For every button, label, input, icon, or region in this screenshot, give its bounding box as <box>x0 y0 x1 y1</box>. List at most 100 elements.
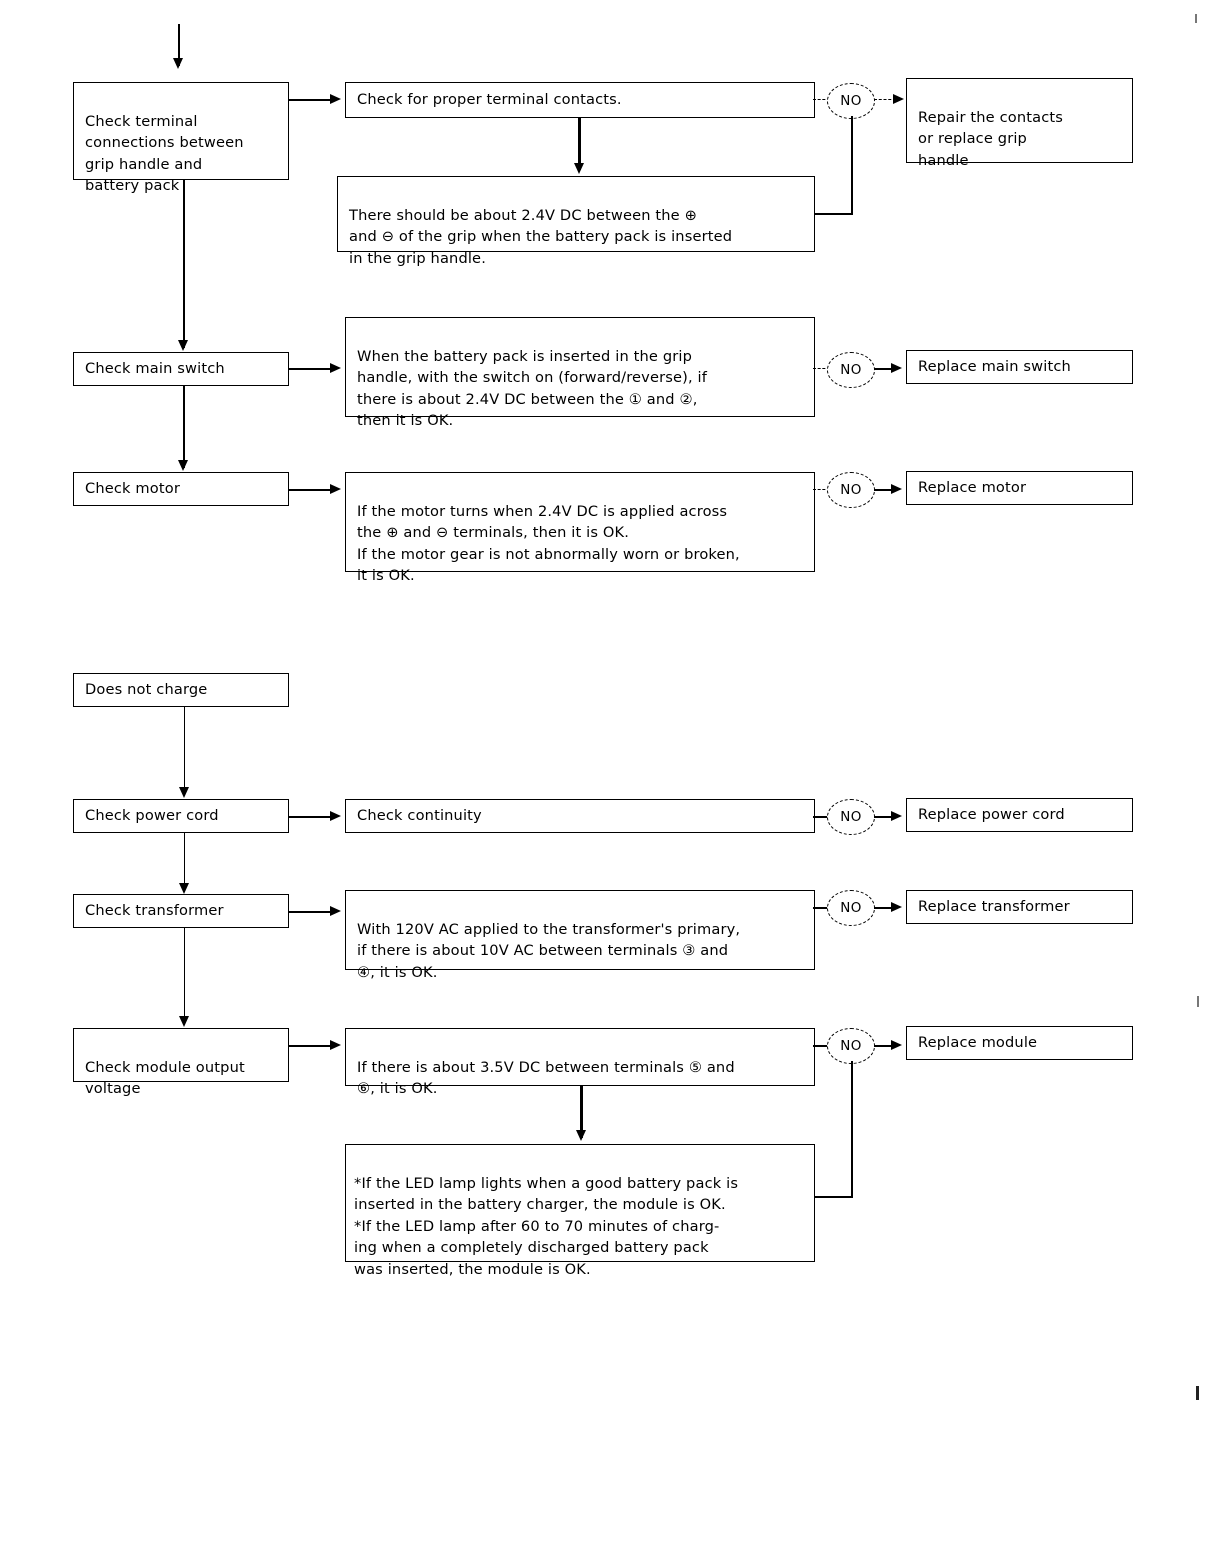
step-label: Check main switch <box>85 360 225 378</box>
action-box-replace-module[interactable]: Replace module <box>906 1026 1133 1060</box>
decision-node-no-5[interactable]: NO <box>827 890 875 926</box>
step-box-check-motor[interactable]: Check motor <box>73 472 289 506</box>
spine-arrow-module <box>178 1016 189 1027</box>
decision-node-no-3[interactable]: NO <box>827 472 875 508</box>
spine-terminal-to-main-switch <box>183 180 185 348</box>
no-arrow-1 <box>893 94 904 104</box>
no-leader-left-6 <box>813 1045 830 1047</box>
link-module-to-led-detail <box>580 1086 583 1138</box>
decision-node-no-4[interactable]: NO <box>827 799 875 835</box>
no-leader-right-4 <box>874 816 894 818</box>
feedback-line-led-v <box>851 1061 853 1198</box>
spine-main-switch-to-motor <box>183 386 185 468</box>
action-label: Replace motor <box>918 479 1027 497</box>
action-label: Replace transformer <box>918 898 1070 916</box>
step-label: Check module output voltage <box>85 1058 245 1098</box>
link-main-switch-arrow <box>330 363 341 373</box>
start-label: Does not charge <box>85 681 208 699</box>
no-leader-right-6 <box>874 1045 894 1047</box>
decision-label: NO <box>840 93 862 109</box>
action-box-replace-transformer[interactable]: Replace transformer <box>906 890 1133 924</box>
link-main-switch-to-test <box>289 368 336 370</box>
no-arrow-5 <box>891 902 902 912</box>
step-label: Check motor <box>85 480 180 498</box>
step-box-check-terminal-connections[interactable]: Check terminal connections between grip … <box>73 82 289 194</box>
start-box-does-not-charge[interactable]: Does not charge <box>73 673 289 707</box>
action-box-replace-motor[interactable]: Replace motor <box>906 471 1133 505</box>
link-power-cord-to-test <box>289 816 336 818</box>
decision-label: NO <box>840 1038 862 1054</box>
action-box-replace-main-switch[interactable]: Replace main switch <box>906 350 1133 384</box>
test-box-transformer-voltage[interactable]: With 120V AC applied to the transformer'… <box>345 890 815 981</box>
step-label: Check terminal connections between grip … <box>85 112 244 195</box>
no-leader-right-1 <box>874 99 896 100</box>
link-terminal-to-test-arrow <box>330 94 341 104</box>
entry-flow-line <box>178 24 180 66</box>
spine-arrow-main-switch <box>177 340 188 351</box>
test-box-motor-check[interactable]: If the motor turns when 2.4V DC is appli… <box>345 472 815 584</box>
link-motor-to-test <box>289 489 336 491</box>
detail-label: There should be about 2.4V DC between th… <box>349 206 733 267</box>
no-leader-right-2 <box>874 368 894 370</box>
link-module-to-led-arrow <box>575 1130 586 1141</box>
feedback-line-led-h <box>815 1196 853 1198</box>
test-label: Check for proper terminal contacts. <box>357 91 622 109</box>
decision-node-no-1[interactable]: NO <box>827 83 875 119</box>
spine-power-cord-to-transformer <box>184 833 186 891</box>
entry-arrow-head <box>172 58 183 69</box>
link-test-to-detail-arrow <box>573 163 584 174</box>
feedback-line-detail-v <box>851 116 853 215</box>
decision-label: NO <box>840 809 862 825</box>
test-box-proper-terminal-contacts[interactable]: Check for proper terminal contacts. <box>345 82 815 118</box>
decision-node-no-2[interactable]: NO <box>827 352 875 388</box>
detail-box-grip-voltage[interactable]: There should be about 2.4V DC between th… <box>337 176 815 267</box>
step-box-check-main-switch[interactable]: Check main switch <box>73 352 289 386</box>
step-box-check-power-cord[interactable]: Check power cord <box>73 799 289 833</box>
no-leader-left-2 <box>813 368 830 369</box>
no-arrow-4 <box>891 811 902 821</box>
action-box-replace-power-cord[interactable]: Replace power cord <box>906 798 1133 832</box>
spine-transformer-to-module <box>184 928 186 1024</box>
scan-artifact-mark <box>1196 1386 1199 1400</box>
decision-node-no-6[interactable]: NO <box>827 1028 875 1064</box>
decision-label: NO <box>840 482 862 498</box>
test-label: If the motor turns when 2.4V DC is appli… <box>357 502 740 585</box>
test-label: Check continuity <box>357 807 482 825</box>
action-label: Replace module <box>918 1034 1038 1052</box>
link-motor-arrow <box>330 484 341 494</box>
action-label: Repair the contacts or replace grip hand… <box>918 108 1064 169</box>
link-module-arrow <box>330 1040 341 1050</box>
no-leader-left-5 <box>813 907 830 909</box>
action-label: Replace power cord <box>918 806 1065 824</box>
no-leader-left-1 <box>813 99 830 100</box>
test-box-main-switch-voltage[interactable]: When the battery pack is inserted in the… <box>345 317 815 429</box>
no-leader-right-5 <box>874 907 894 909</box>
spine-charge-to-power-cord <box>184 707 186 795</box>
detail-label: *If the LED lamp lights when a good batt… <box>354 1174 739 1278</box>
test-box-module-output-voltage[interactable]: If there is about 3.5V DC between termin… <box>345 1028 815 1097</box>
step-box-check-transformer[interactable]: Check transformer <box>73 894 289 928</box>
link-test-to-detail <box>578 118 581 170</box>
decision-label: NO <box>840 900 862 916</box>
link-transformer-to-test <box>289 911 336 913</box>
step-label: Check power cord <box>85 807 219 825</box>
no-leader-right-3 <box>874 489 894 491</box>
test-box-check-continuity[interactable]: Check continuity <box>345 799 815 833</box>
action-label: Replace main switch <box>918 358 1071 376</box>
no-leader-left-3 <box>813 489 830 490</box>
spine-arrow-transformer <box>178 883 189 894</box>
step-box-check-module-output-voltage[interactable]: Check module output voltage <box>73 1028 289 1097</box>
feedback-line-detail-h <box>815 213 853 215</box>
link-power-cord-arrow <box>330 811 341 821</box>
scan-artifact-mark <box>1197 996 1199 1007</box>
spine-arrow-motor <box>177 460 188 471</box>
no-arrow-6 <box>891 1040 902 1050</box>
test-label: With 120V AC applied to the transformer'… <box>357 920 741 981</box>
action-box-repair-contacts[interactable]: Repair the contacts or replace grip hand… <box>906 78 1133 169</box>
no-arrow-2 <box>891 363 902 373</box>
link-transformer-arrow <box>330 906 341 916</box>
detail-box-led-lamp-conditions[interactable]: *If the LED lamp lights when a good batt… <box>345 1144 815 1278</box>
decision-label: NO <box>840 362 862 378</box>
no-leader-left-4 <box>813 816 830 818</box>
